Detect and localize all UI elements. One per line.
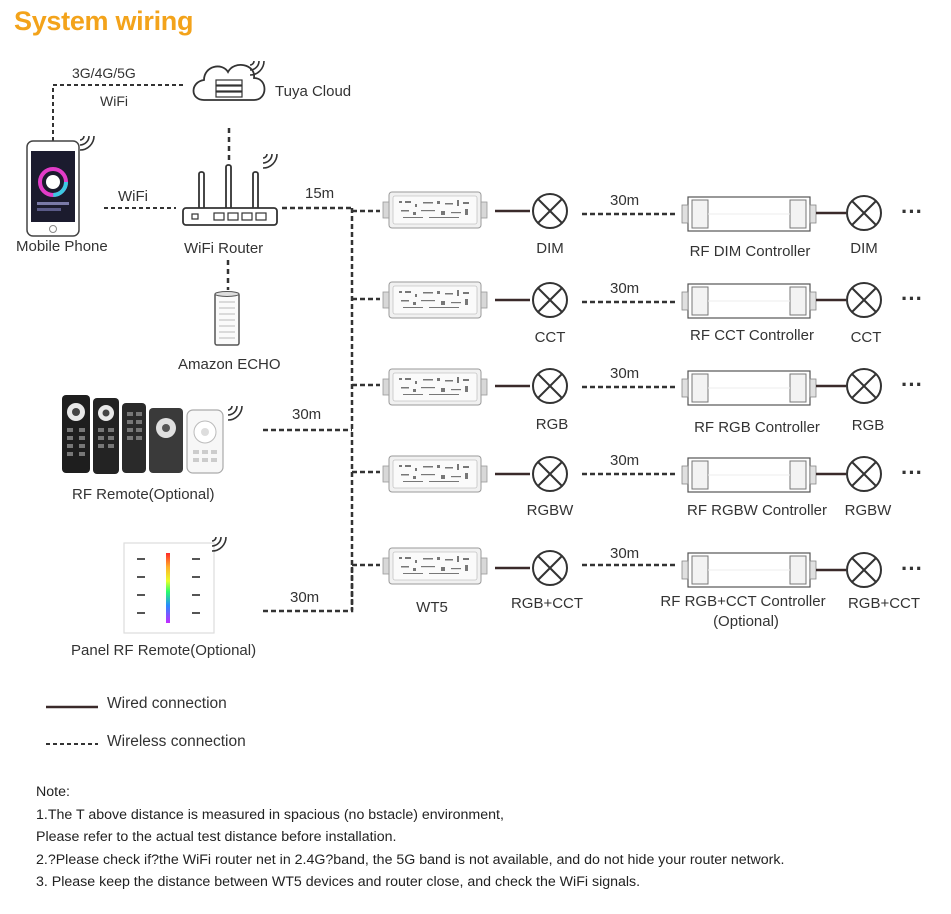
echo-icon — [214, 291, 240, 346]
ellipsis: ··· — [901, 199, 923, 224]
ellipsis: ··· — [901, 372, 923, 397]
row-controller-label: RF DIM Controller — [690, 243, 811, 260]
panel-remote-icon — [123, 536, 227, 634]
notes: Note: 1.The T above distance is measured… — [36, 781, 941, 894]
wt5-device — [382, 547, 488, 585]
router-distance-label: 15m — [305, 185, 334, 202]
lamp-icon — [532, 282, 568, 318]
note-line: Please refer to the actual test distance… — [36, 829, 397, 846]
row-load2-label: RGB — [852, 417, 885, 434]
row-load-label: DIM — [536, 240, 564, 257]
channel-row: CCT 30m RF CCT Controller CCT ··· — [382, 280, 923, 346]
controller-device — [681, 283, 817, 319]
note-line: 3. Please keep the distance between WT5 … — [36, 874, 641, 891]
channel-row: RGB 30m RF RGB Controller RGB ··· — [382, 365, 923, 436]
controller-device — [681, 552, 817, 588]
lamp-icon — [846, 282, 882, 318]
row-load2-label: CCT — [851, 329, 882, 346]
row-distance-label: 30m — [610, 365, 639, 382]
page-title: System wiring — [14, 6, 194, 36]
cloud-link-label-top: 3G/4G/5G — [72, 65, 136, 81]
lamp-icon — [532, 550, 568, 586]
row-controller-sub-label: (Optional) — [713, 613, 779, 630]
phone-link-label: WiFi — [118, 188, 148, 205]
panel-remote-label: Panel RF Remote(Optional) — [71, 642, 256, 659]
row-load-label: RGB+CCT — [511, 595, 583, 612]
row-load-label: RGB — [536, 416, 569, 433]
channel-row: DIM 30m RF DIM Controller DIM ··· — [382, 191, 923, 260]
row-load-label: RGBW — [527, 502, 575, 519]
row-controller-label: RF RGB Controller — [694, 419, 820, 436]
wt5-device — [382, 368, 488, 406]
echo-label: Amazon ECHO — [178, 356, 281, 373]
cloud-link-label-bottom: WiFi — [100, 93, 128, 109]
ellipsis: ··· — [901, 556, 923, 581]
lamp-icon — [532, 193, 568, 229]
rf-remote-distance-label: 30m — [292, 406, 321, 423]
wt5-device — [382, 281, 488, 319]
wt5-device — [382, 191, 488, 229]
row-load2-label: DIM — [850, 240, 878, 257]
row-distance-label: 30m — [610, 452, 639, 469]
row-distance-label: 30m — [610, 192, 639, 209]
lamp-icon — [532, 456, 568, 492]
phone-icon — [26, 135, 95, 237]
ellipsis: ··· — [901, 286, 923, 311]
controller-device — [681, 457, 817, 493]
panel-remote-link — [263, 565, 354, 613]
lamp-icon — [846, 368, 882, 404]
wt5-label: WT5 — [416, 599, 448, 616]
phone-label: Mobile Phone — [16, 238, 108, 255]
cloud-phone-link — [52, 84, 185, 141]
lamp-icon — [846, 456, 882, 492]
note-line: 1.The T above distance is measured in sp… — [36, 806, 504, 823]
row-controller-label: RF RGBW Controller — [687, 502, 827, 519]
wt5-device — [382, 455, 488, 493]
cloud-label: Tuya Cloud — [275, 83, 351, 100]
legend-wired-label: Wired connection — [107, 695, 227, 712]
row-load-label: CCT — [535, 329, 566, 346]
channel-row: RGB+CCT 30m RF RGB+CCT Controller (Optio… — [382, 545, 923, 630]
panel-remote-distance-label: 30m — [290, 589, 319, 606]
row-load2-label: RGBW — [845, 502, 893, 519]
lamp-icon — [846, 552, 882, 588]
router-label: WiFi Router — [184, 240, 263, 257]
lamp-icon — [532, 368, 568, 404]
row-load2-label: RGB+CCT — [848, 595, 920, 612]
row-distance-label: 30m — [610, 280, 639, 297]
lamp-icon — [846, 195, 882, 231]
router-icon — [182, 153, 278, 226]
controller-device — [681, 370, 817, 406]
rf-remote-icon — [62, 395, 243, 474]
ellipsis: ··· — [901, 460, 923, 485]
notes-heading: Note: — [36, 784, 70, 800]
rf-remote-label: RF Remote(Optional) — [72, 486, 215, 503]
cloud-icon — [192, 60, 266, 101]
row-controller-label: RF CCT Controller — [690, 327, 814, 344]
row-distance-label: 30m — [610, 545, 639, 562]
note-line: 2.?Please check if?the WiFi router net i… — [36, 851, 785, 868]
legend-wireless-label: Wireless connection — [107, 733, 246, 750]
row-controller-label: RF RGB+CCT Controller — [660, 593, 825, 610]
controller-device — [681, 196, 817, 232]
channel-row: RGBW 30m RF RGBW Controller RGBW ··· — [382, 452, 923, 519]
